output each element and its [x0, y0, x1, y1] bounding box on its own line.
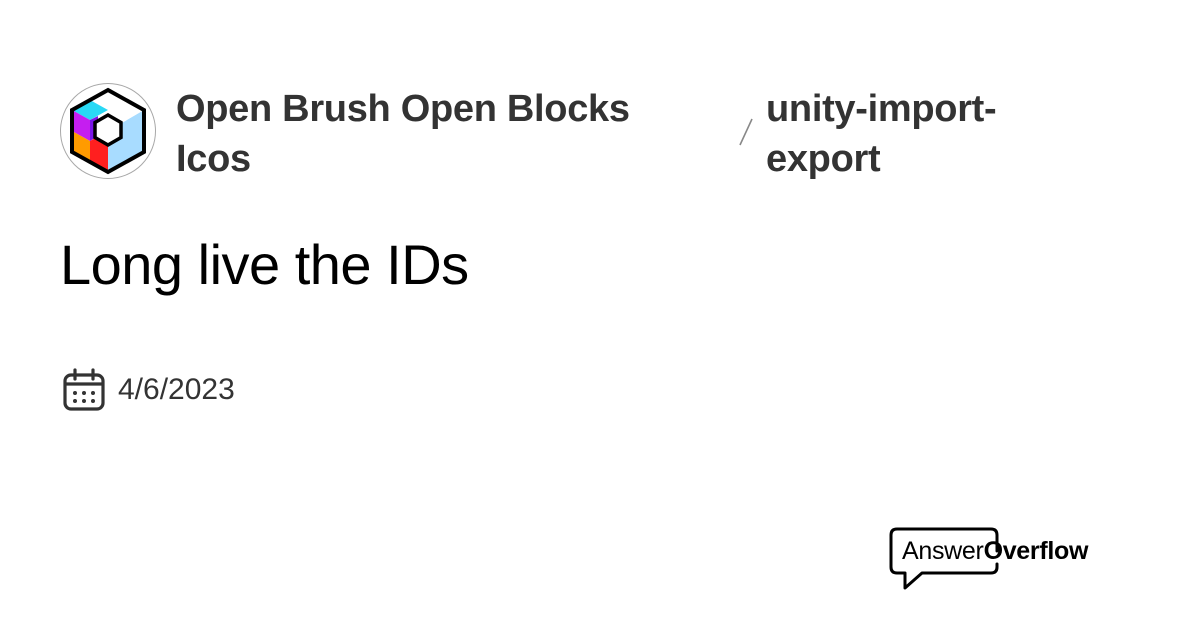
server-icon — [60, 83, 156, 179]
open-brush-hex-logo — [70, 87, 146, 175]
brand-text: AnswerOverflow — [902, 536, 1088, 566]
server-name[interactable]: Open Brush Open Blocks Icos — [176, 88, 630, 180]
brand-overflow: Overflow — [983, 537, 1089, 565]
channel-name[interactable]: unity-import-export — [766, 88, 997, 180]
speech-bubble-icon — [889, 527, 999, 590]
thread-date: 4/6/2023 — [118, 373, 235, 406]
calendar-icon — [63, 368, 105, 411]
brand-answer: Answer — [902, 537, 984, 565]
answer-overflow-logo[interactable]: AnswerOverflow — [889, 527, 1119, 592]
thread-title: Long live the IDs — [60, 233, 469, 296]
date-row: 4/6/2023 — [62, 367, 235, 413]
breadcrumb-separator — [739, 118, 753, 146]
